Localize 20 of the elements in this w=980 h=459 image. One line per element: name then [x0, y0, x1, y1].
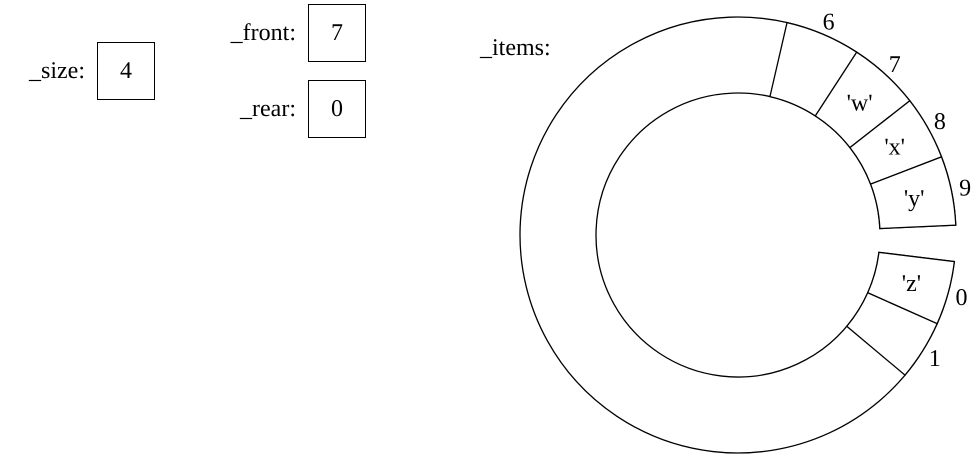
slot-value: 'x': [884, 134, 905, 160]
field-label: _front:: [230, 21, 296, 45]
value-box: 0: [308, 80, 366, 138]
index-label: 9: [959, 176, 972, 202]
array-slot: [870, 156, 956, 230]
field-label: _rear:: [240, 97, 296, 121]
slot-value: 'y': [904, 186, 925, 212]
slot-value: 'z': [902, 271, 922, 298]
array-slot: [846, 292, 938, 376]
array-label: _items:: [480, 36, 551, 60]
index-label: 1: [928, 346, 941, 372]
index-label: 8: [934, 108, 946, 135]
index-label: 6: [822, 9, 835, 36]
index-label: 0: [956, 285, 968, 311]
slot-value: 'w': [846, 90, 873, 116]
value-box: 7: [308, 4, 366, 62]
array-slot: [867, 252, 956, 324]
field-label: _size:: [29, 59, 85, 83]
index-label: 7: [888, 52, 901, 78]
value-box: 4: [97, 42, 155, 100]
